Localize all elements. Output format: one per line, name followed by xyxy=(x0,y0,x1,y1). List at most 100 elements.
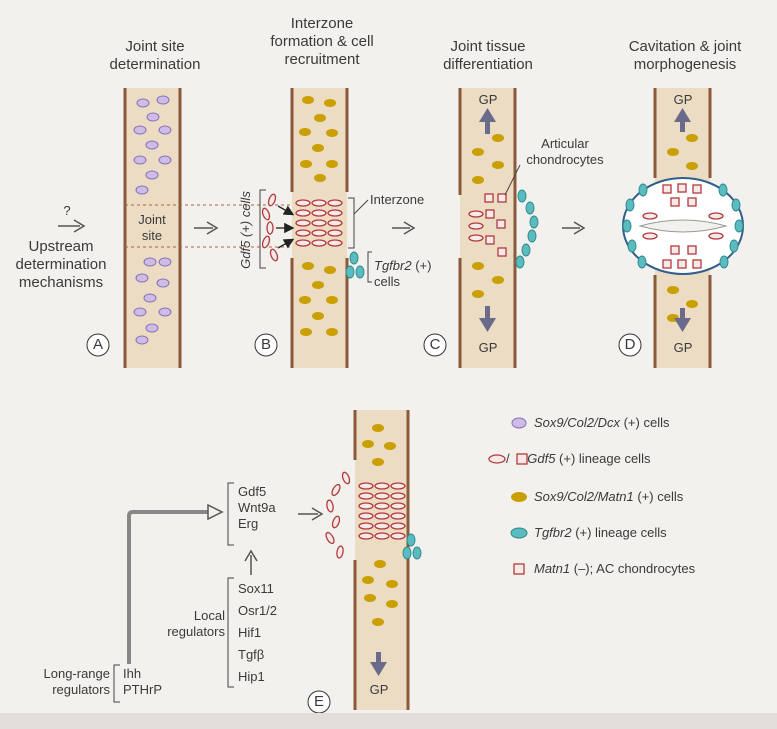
legend-2-italic: Gdf5 xyxy=(527,451,556,466)
panel-a-title-line1: Joint site xyxy=(125,38,185,55)
panel-letter-d: D xyxy=(624,336,636,353)
articular-chondrocytes-label: Articular chondrocytes xyxy=(515,136,615,168)
tgfbr2-bracket xyxy=(367,251,372,283)
local-hip1: Hip1 xyxy=(238,669,265,684)
gold-cells-e xyxy=(362,424,398,626)
purple-cells-a xyxy=(133,95,172,345)
panel-d xyxy=(618,88,744,368)
panel-d-title-line1: Cavitation & joint xyxy=(628,38,742,55)
tgfbr2-cells-e xyxy=(402,533,422,560)
upstream-label-line2: determination xyxy=(15,256,107,273)
ac-label-line1: Articular xyxy=(541,136,589,151)
tgfbr2-cells-b xyxy=(345,251,365,279)
longrange-ihh: Ihh xyxy=(123,666,142,681)
panel-c-title-line1: Joint tissue xyxy=(450,38,526,55)
upstream-question: ? xyxy=(63,203,71,218)
target-bracket xyxy=(227,482,234,546)
ac-label-line2: chondrocytes xyxy=(526,152,604,167)
gp-top-d: GP xyxy=(673,92,693,107)
joint-site-label-line1: Joint xyxy=(138,212,166,227)
arrow-a-b xyxy=(194,221,219,235)
legend-1-rest: (+) cells xyxy=(619,415,670,430)
panel-letter-a-circle xyxy=(86,333,110,357)
ac-pointer xyxy=(504,164,521,196)
legend-icons xyxy=(488,417,528,575)
local-osr12: Osr1/2 xyxy=(238,603,278,618)
panel-letter-c-circle xyxy=(423,333,447,357)
target-gdf5: Gdf5 xyxy=(238,484,267,499)
panel-b xyxy=(254,88,416,368)
panel-letter-c: C xyxy=(429,336,441,353)
gold-cells-c xyxy=(472,134,504,298)
local-regulators-list: Sox11 Osr1/2 Hif1 Tgfβ Hip1 xyxy=(238,578,298,688)
local-label-line2: regulators xyxy=(167,624,225,639)
panel-letter-a: A xyxy=(92,336,103,353)
longrange-pthrp: PTHrP xyxy=(123,682,162,697)
legend-3-rest: (+) cells xyxy=(633,489,684,504)
longrange-label-line2: regulators xyxy=(52,682,110,697)
red-square-icon-legend-2 xyxy=(516,453,528,465)
longrange-bracket xyxy=(113,664,120,703)
legend-5-italic: Matn1 xyxy=(534,561,571,576)
ac-cells-d xyxy=(642,183,724,269)
local-bracket xyxy=(227,577,234,688)
purple-oval-icon xyxy=(511,417,527,429)
longrange-label-line1: Long-range xyxy=(43,666,111,681)
upstream-label-line3: mechanisms xyxy=(18,274,104,291)
interzone-label: Interzone xyxy=(370,192,425,207)
target-genes: Gdf5 Wnt9a Erg xyxy=(238,484,298,532)
arrow-b-c xyxy=(392,221,416,235)
longrange-arrow xyxy=(127,510,212,664)
tgfbr2-cells-c xyxy=(515,189,539,269)
panel-c-title: Joint tissue differentiation xyxy=(418,38,558,74)
arrow-c-d xyxy=(562,221,586,235)
interzone-cells-e xyxy=(325,471,406,559)
panel-c xyxy=(423,88,586,368)
panel-c-title-line2: differentiation xyxy=(443,56,533,73)
arrow-targets-to-bone xyxy=(298,507,324,521)
gp-e: GP xyxy=(369,682,389,697)
legend-item-3: Sox9/Col2/Matn1 (+) cells xyxy=(534,489,774,505)
target-erg: Erg xyxy=(238,516,259,531)
legend-5-rest: (–); AC chondrocytes xyxy=(570,561,696,576)
upstream-label-line1: Upstream xyxy=(28,238,94,255)
longrange-regulators-label: Long-range regulators xyxy=(6,666,111,698)
panel-letter-d-circle xyxy=(618,333,642,357)
panel-a-title-line2: determination xyxy=(109,56,201,73)
panel-b-title-line1: Interzone xyxy=(290,15,354,32)
legend-3-italic: Sox9/Col2/Matn1 xyxy=(534,489,634,504)
gold-cells-b xyxy=(299,96,338,336)
joint-site-label-line2: site xyxy=(141,228,163,243)
teal-oval-icon xyxy=(510,527,528,539)
upstream-arrow xyxy=(58,219,86,233)
gdf5-recruited-cells-b xyxy=(261,193,279,262)
legend-4-rest: (+) lineage cells xyxy=(571,525,667,540)
panel-letter-b: B xyxy=(260,336,271,353)
gp-arrow-down-e xyxy=(370,652,387,676)
legend-2-rest: (+) lineage cells xyxy=(555,451,651,466)
gp-arrow-down-c xyxy=(479,306,496,332)
gp-top-c: GP xyxy=(478,92,498,107)
legend-4-italic: Tgfbr2 xyxy=(534,525,572,540)
recruitment-arrows xyxy=(276,205,295,249)
arrow-local-up xyxy=(244,549,258,575)
legend-item-2: / Gdf5 (+) lineage cells xyxy=(506,451,746,467)
local-hif1: Hif1 xyxy=(238,625,262,640)
red-square-icon xyxy=(513,563,525,575)
gold-oval-icon xyxy=(511,492,527,502)
panel-a-title: Joint site determination xyxy=(85,38,225,74)
panel-e xyxy=(113,410,422,714)
tgfbr2-cells-label: Tgfbr2 (+) cells xyxy=(374,258,444,290)
gp-bottom-c: GP xyxy=(478,340,498,355)
interzone-cells-c xyxy=(468,193,507,257)
local-sox11: Sox11 xyxy=(238,581,274,596)
gdf5-bracket xyxy=(259,189,266,269)
legend-item-4: Tgfbr2 (+) lineage cells xyxy=(534,525,774,541)
panel-b-title-line3: recruitment xyxy=(284,51,360,68)
panel-b-title: Interzone formation & cell recruitment xyxy=(232,15,412,69)
panel-d-title: Cavitation & joint morphogenesis xyxy=(600,38,770,74)
local-tgfb: Tgfβ xyxy=(238,647,265,662)
gp-bottom-d: GP xyxy=(673,340,693,355)
interzone-cells-b xyxy=(295,199,343,247)
gp-arrow-up-c xyxy=(479,108,496,134)
